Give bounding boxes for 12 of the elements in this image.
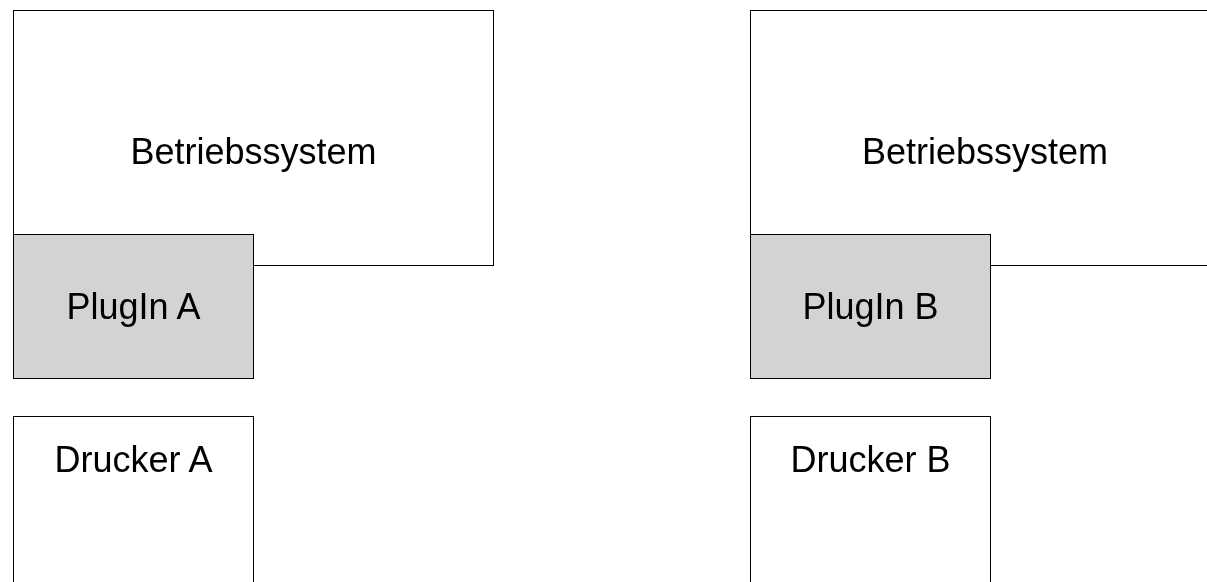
system-box bbox=[13, 10, 494, 266]
printer-box bbox=[750, 416, 991, 582]
box-label: Betriebssystem bbox=[130, 131, 377, 173]
box-label: PlugIn A bbox=[66, 285, 201, 328]
system-box bbox=[750, 10, 1207, 266]
box-label: Betriebssystem bbox=[861, 131, 1109, 173]
box-label: Drucker A bbox=[54, 439, 213, 481]
printer-box bbox=[13, 416, 254, 582]
plugin-box bbox=[750, 234, 991, 379]
plugin-box bbox=[13, 234, 254, 379]
box-label: Drucker B bbox=[790, 439, 951, 481]
box-label: PlugIn B bbox=[802, 285, 939, 328]
